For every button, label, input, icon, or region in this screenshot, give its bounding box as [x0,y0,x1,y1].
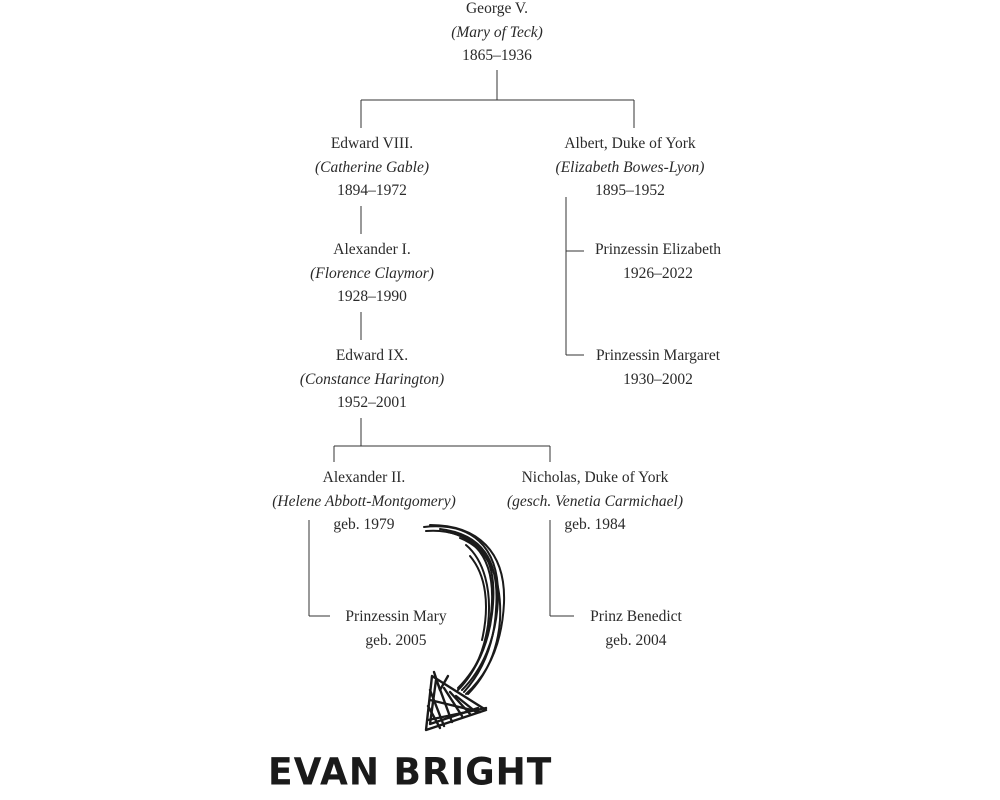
person-prinzessin-mary: Prinzessin Mary geb. 2005 [345,605,446,652]
person-prinzessin-elizabeth: Prinzessin Elizabeth 1926–2022 [595,238,721,285]
person-spouse: (Elizabeth Bowes-Lyon) [555,158,705,176]
person-prinzessin-margaret: Prinzessin Margaret 1930–2002 [596,344,720,391]
person-spouse: (Catherine Gable) [314,158,430,176]
person-name: Edward VIII. [330,135,414,152]
person-name: Prinzessin Elizabeth [594,241,722,258]
person-spouse: (Constance Harington) [299,370,445,388]
person-albert-duke-of-york: Albert, Duke of York (Elizabeth Bowes-Ly… [556,132,705,203]
person-name: Albert, Duke of York [564,135,696,152]
person-years: geb. 1984 [564,516,626,533]
person-spouse: (Mary of Teck) [451,23,543,41]
person-name: George V. [465,0,528,17]
person-spouse: (Helene Abbott-Montgomery) [272,492,456,510]
person-years: geb. 2005 [365,631,427,649]
person-years: 1952–2001 [337,394,407,411]
person-edward-ix: Edward IX. (Constance Harington) 1952–20… [300,344,444,415]
person-name: Edward IX. [335,347,409,364]
person-name: Prinzessin Margaret [595,347,721,364]
person-spouse: (gesch. Venetia Carmichael) [506,492,684,510]
person-name: Alexander I. [333,241,411,258]
person-years: 1894–1972 [337,182,407,199]
person-name: Prinzessin Mary [345,608,447,625]
person-edward-viii: Edward VIII. (Catherine Gable) 1894–1972 [315,132,429,203]
person-years: 1865–1936 [462,47,532,64]
person-george-v: George V. (Mary of Teck) 1865–1936 [451,0,543,68]
person-years: 1930–2002 [623,370,693,388]
person-alexander-ii: Alexander II. (Helene Abbott-Montgomery)… [272,466,456,537]
person-years: geb. 1979 [333,516,395,533]
person-name: Alexander II. [322,469,406,486]
person-years: 1895–1952 [595,182,665,199]
person-name: Nicholas, Duke of York [521,469,669,486]
person-spouse: (Florence Claymor) [310,264,434,282]
person-name: Prinz Benedict [590,608,682,625]
person-years: 1928–1990 [337,288,407,305]
person-prinz-benedict: Prinz Benedict geb. 2004 [590,605,682,652]
person-nicholas-duke-of-york: Nicholas, Duke of York (gesch. Venetia C… [507,466,683,537]
person-years: geb. 2004 [605,631,667,649]
handwritten-name-annotation: EVAN BRIGHT [268,750,553,795]
person-years: 1926–2022 [623,264,693,282]
person-alexander-i: Alexander I. (Florence Claymor) 1928–199… [310,238,434,309]
